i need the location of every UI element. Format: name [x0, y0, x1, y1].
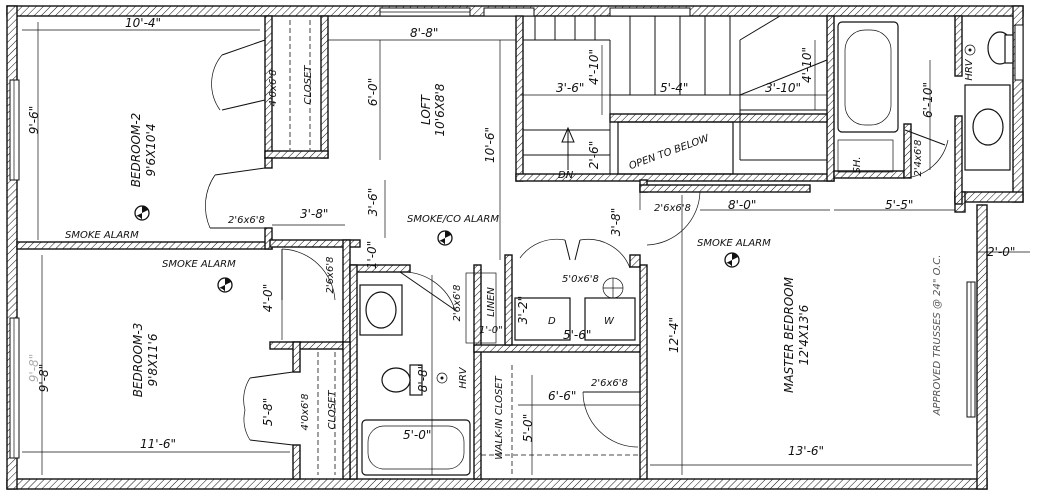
dimension-label: 1'-0"	[365, 241, 379, 269]
dimension-label: 5'-6"	[563, 328, 591, 342]
linen-label: LINEN	[486, 287, 497, 317]
master-size: 12'4X13'6	[797, 304, 811, 365]
closet-label: CLOSET	[303, 65, 314, 105]
dimension-label: 9'-8"	[37, 364, 51, 392]
dimension-label: 5'-4"	[660, 81, 688, 95]
bedroom2-name: BEDROOM-2	[129, 113, 143, 188]
dimension-label: 12'-4"	[667, 317, 681, 353]
smoke-alarm-label: SMOKE ALARM	[162, 259, 236, 270]
dimension-label: 6'-6"	[548, 389, 576, 403]
dimension-label: 4'-10"	[800, 47, 814, 83]
bedroom3-name: BEDROOM-3	[131, 323, 145, 398]
master-name: MASTER BEDROOM	[782, 276, 796, 393]
dimension-label: 3'-8"	[300, 207, 328, 221]
door-label: 2'6x6'8	[591, 378, 628, 389]
fixtures	[134, 20, 1014, 476]
shower-label: SH.	[852, 156, 863, 173]
door-label: 2'6x6'8	[654, 203, 691, 214]
dimension-label: 8'-8"	[410, 26, 438, 40]
smoke-co-alarm-icon	[437, 230, 453, 246]
closet-label: CLOSET	[327, 390, 338, 430]
dimension-label: 13'-6"	[788, 444, 824, 458]
loft-name: LOFT	[419, 93, 433, 125]
door-label: 2'6x6'8	[228, 215, 265, 226]
smoke-alarm-icon	[724, 252, 740, 268]
door-label: 2'4x6'8	[913, 140, 924, 177]
dimension-label: 3'-6"	[556, 81, 584, 95]
dimension-lines	[22, 22, 1030, 475]
windows	[9, 7, 1024, 459]
dimension-label: 3'-10"	[765, 81, 801, 95]
trusses-note: APPROVED TRUSSES @ 24" O.C.	[932, 255, 943, 417]
smoke-alarm-label: SMOKE ALARM	[65, 230, 139, 241]
dimension-label: 9'-8"	[27, 354, 41, 382]
door-label: 2'6x6'8	[452, 285, 463, 322]
dimension-label: 6'-10"	[921, 82, 935, 118]
dimension-label: 2'-6"	[587, 141, 601, 169]
dimension-label: 6'-0"	[366, 78, 380, 106]
stair-down-label: DN	[558, 170, 574, 181]
dimension-label: 3'-8"	[609, 208, 623, 236]
door-label: 5'0x6'8	[562, 274, 599, 285]
dryer-label: D	[548, 316, 556, 327]
hrv-label: HRV	[964, 58, 975, 80]
dimension-label: 5'-0"	[403, 428, 431, 442]
door-label: 2'6x6'8	[325, 257, 336, 294]
dimension-label: 10'-6"	[483, 127, 497, 163]
dimension-label: 5'-8"	[261, 398, 275, 426]
smoke-co-alarm-label: SMOKE/CO ALARM	[407, 214, 499, 225]
dimension-label: 3'-6"	[366, 188, 380, 216]
hrv-label: HRV	[458, 366, 469, 388]
interior-walls	[16, 15, 963, 480]
dimension-label: 2'-0"	[987, 245, 1015, 259]
smoke-alarm-icon	[134, 205, 150, 221]
dimension-label: 4'-10"	[587, 49, 601, 85]
dimension-label: 9'-6"	[27, 106, 41, 134]
door-label: 4'0x6'8	[268, 70, 279, 107]
bedroom2-size: 9'6X10'4	[144, 124, 158, 177]
loft-size: 10'6X8'8	[433, 83, 447, 136]
smoke-alarm-icon	[217, 277, 233, 293]
dimension-label: 3'-2"	[516, 296, 530, 324]
dimension-label: 5'-0"	[521, 414, 535, 442]
dimension-label: 11'-6"	[140, 437, 176, 451]
washer-label: W	[604, 316, 615, 327]
smoke-alarm-label: SMOKE ALARM	[697, 238, 771, 249]
open-to-below-label: OPEN TO BELOW	[628, 133, 712, 173]
bedroom3-size: 9'8X11'6	[146, 333, 160, 386]
dimension-label: 8'-8"	[416, 364, 430, 392]
door-label: 1'-0"	[479, 325, 503, 336]
walkin-closet-label: WALK-IN CLOSET	[494, 375, 505, 459]
dimension-label: 5'-5"	[885, 198, 913, 212]
dimension-label: 4'-0"	[261, 284, 275, 312]
dimension-label: 10'-4"	[125, 16, 161, 30]
door-label: 4'0x6'8	[300, 394, 311, 431]
dimension-label: 8'-0"	[728, 198, 756, 212]
